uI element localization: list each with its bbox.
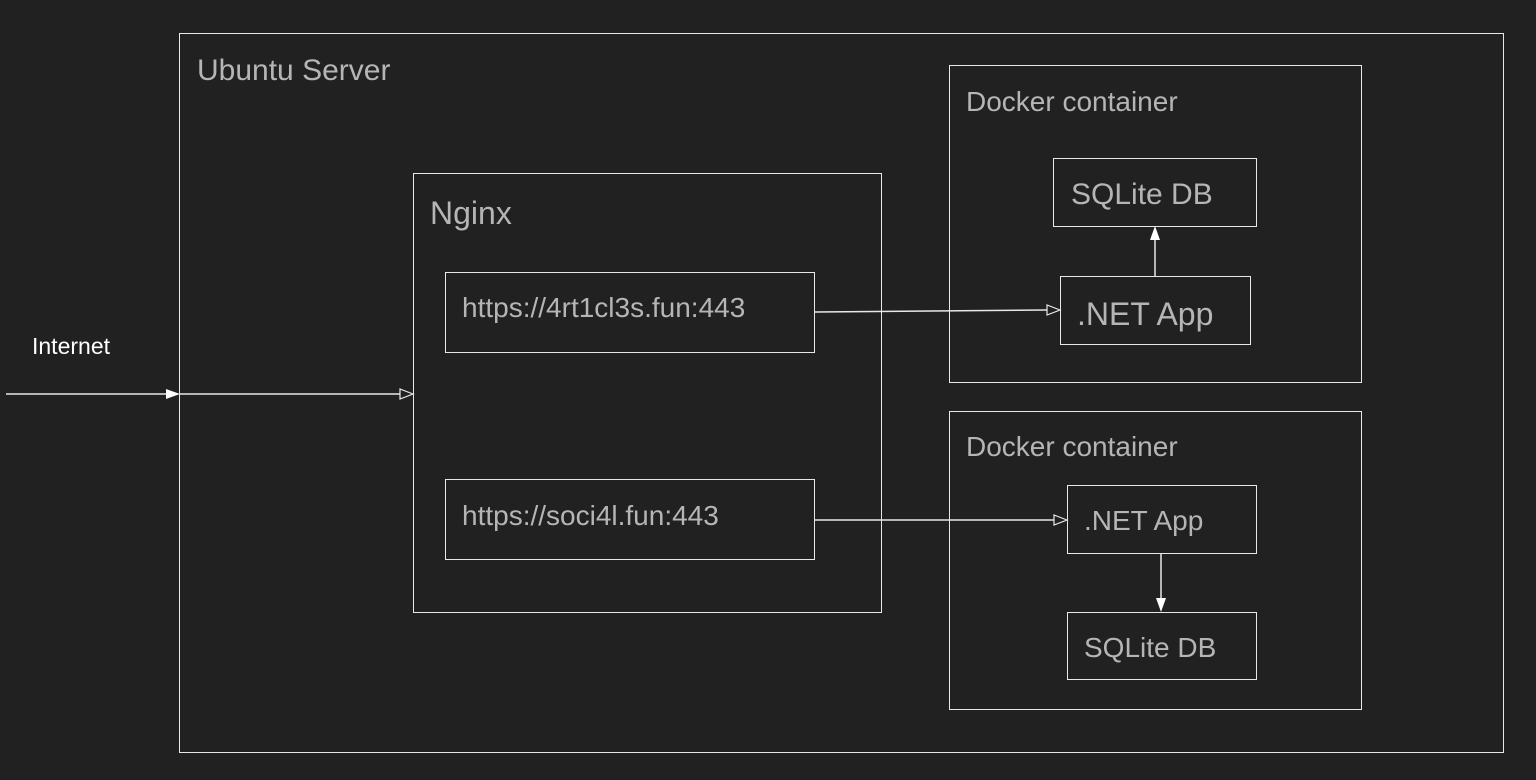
db2-arrowhead [1156, 598, 1166, 612]
nginx-arrowhead [399, 388, 415, 400]
docker-container-label-2: Docker container [966, 431, 1178, 462]
dotnet-app-label-2: .NET App [1084, 505, 1204, 536]
route1-to-app1-arrow [814, 309, 1048, 313]
route-box-2 [445, 479, 815, 560]
app2-arrowhead [1053, 514, 1069, 526]
docker-container-box-2 [949, 411, 1362, 710]
server-label: Ubuntu Server [197, 54, 391, 87]
dotnet-app-box-2 [1067, 485, 1257, 554]
internet-arrowhead [166, 389, 180, 399]
nginx-box [413, 173, 882, 613]
sqlite-db-label-2: SQLite DB [1084, 632, 1217, 663]
db1-arrowhead [1150, 226, 1160, 240]
route-url-2: https://soci4l.fun:443 [462, 500, 719, 531]
docker-container-box-1 [949, 65, 1362, 383]
sqlite-db-label-1: SQLite DB [1071, 178, 1213, 211]
internet-label: Internet [32, 333, 110, 359]
docker-container-label-1: Docker container [966, 86, 1178, 117]
nginx-label: Nginx [430, 195, 512, 231]
route-box-1 [445, 272, 815, 353]
dotnet-app-box-1 [1060, 276, 1251, 345]
ubuntu-server-box [179, 33, 1504, 753]
dotnet-app-label-1: .NET App [1077, 296, 1214, 332]
app1-arrowhead [1046, 304, 1062, 316]
sqlite-db-box-2 [1067, 612, 1257, 680]
sqlite-db-box-1 [1053, 158, 1257, 227]
route-url-1: https://4rt1cl3s.fun:443 [462, 292, 746, 323]
